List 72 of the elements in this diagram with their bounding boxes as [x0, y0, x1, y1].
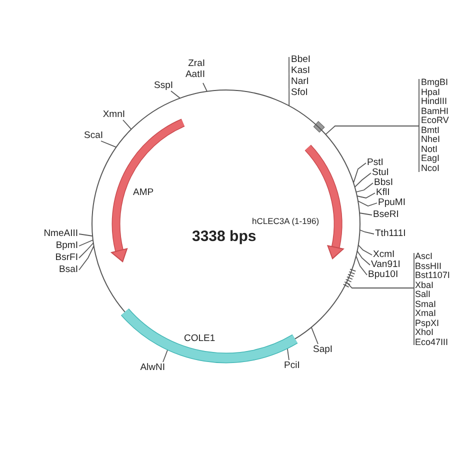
- enzyme-name: XhoI: [415, 328, 434, 338]
- leader-line: [359, 212, 372, 216]
- enzyme-name: NmeAIII: [44, 228, 78, 239]
- leader-line: [353, 162, 366, 184]
- enzyme-name: XcmI: [373, 249, 395, 260]
- enzyme-name: Eco47III: [415, 338, 448, 347]
- enzyme-name: KflI: [376, 187, 390, 198]
- leader-line: [325, 126, 420, 135]
- leader-line: [202, 82, 208, 92]
- enzyme-name: StuI: [372, 167, 389, 178]
- leader-line: [78, 234, 93, 236]
- enzyme-name: BsrFI: [55, 252, 78, 263]
- leader-line: [170, 90, 180, 99]
- enzyme-name: PpuMI: [378, 197, 406, 208]
- enzyme-name: BsaI: [58, 264, 78, 275]
- leader-line: [288, 56, 290, 106]
- plasmid-size: 3338 bps: [192, 228, 256, 245]
- enzyme-name: SapI: [313, 344, 333, 355]
- leader-line: [356, 256, 368, 276]
- leader-line: [78, 246, 94, 270]
- enzyme-name: BseRI: [373, 209, 399, 220]
- enzyme-name: KasI: [291, 65, 310, 76]
- leader-line: [310, 326, 318, 344]
- enzyme-name: BpmI: [56, 240, 78, 251]
- enzyme-name: SmaI: [415, 300, 436, 309]
- enzyme-name: BbsI: [374, 177, 394, 188]
- enzyme-name: SfoI: [291, 87, 308, 98]
- leader-line: [122, 120, 132, 130]
- enzyme-name: NcoI: [421, 164, 440, 173]
- enzyme-name: BbeI: [291, 54, 311, 65]
- leader-line: [78, 240, 94, 246]
- leader-line: [100, 140, 117, 148]
- enzyme-name: SspI: [154, 80, 173, 91]
- enzyme-name: XmnI: [102, 109, 125, 120]
- enzyme-name: XmaI: [415, 309, 436, 318]
- enzyme-name: NarI: [291, 76, 309, 87]
- leader-line: [358, 244, 372, 256]
- feature-name: COLE1: [184, 333, 216, 344]
- enzyme-name: EcoRV: [421, 116, 449, 126]
- enzyme-name: PciI: [284, 360, 300, 371]
- enzyme-name: NheI: [421, 135, 440, 144]
- leader-line: [346, 282, 414, 288]
- enzyme-name: EagI: [421, 154, 440, 164]
- leader-line: [356, 182, 374, 192]
- leader-line: [354, 172, 372, 188]
- enzyme-name: Bpu10I: [368, 269, 398, 280]
- enzyme-name: ZraI: [188, 58, 205, 69]
- enzyme-name: PspXI: [415, 318, 440, 328]
- enzyme-name: PstI: [367, 157, 384, 168]
- enzyme-name: BmtI: [421, 126, 440, 135]
- enzyme-name: XbaI: [415, 280, 434, 290]
- enzyme-name: Bst1107I: [415, 271, 450, 280]
- enzyme-name: AlwNI: [140, 362, 165, 373]
- feature-name: AMP: [133, 187, 154, 198]
- enzyme-name: HindIII: [421, 97, 448, 106]
- enzyme-name: Tth111I: [375, 228, 406, 239]
- enzyme-name: SalI: [415, 290, 431, 300]
- enzyme-name: BamHI: [421, 106, 449, 116]
- leader-line: [356, 250, 370, 266]
- enzyme-name: AatII: [185, 69, 205, 80]
- leader-line: [78, 242, 94, 258]
- enzyme-name: BmgBI: [421, 78, 448, 88]
- enzyme-name: ScaI: [84, 130, 103, 141]
- enzyme-name: AscI: [415, 252, 433, 262]
- enzyme-name: NotI: [421, 144, 438, 154]
- enzyme-name: HpaI: [421, 88, 440, 97]
- leader-line: [356, 192, 376, 198]
- leader-line: [358, 200, 378, 206]
- enzyme-name: BssHII: [415, 262, 442, 271]
- leader-line: [359, 230, 374, 234]
- enzyme-name: Van91I: [371, 259, 400, 270]
- feature-name: hCLEC3A (1-196): [252, 216, 320, 226]
